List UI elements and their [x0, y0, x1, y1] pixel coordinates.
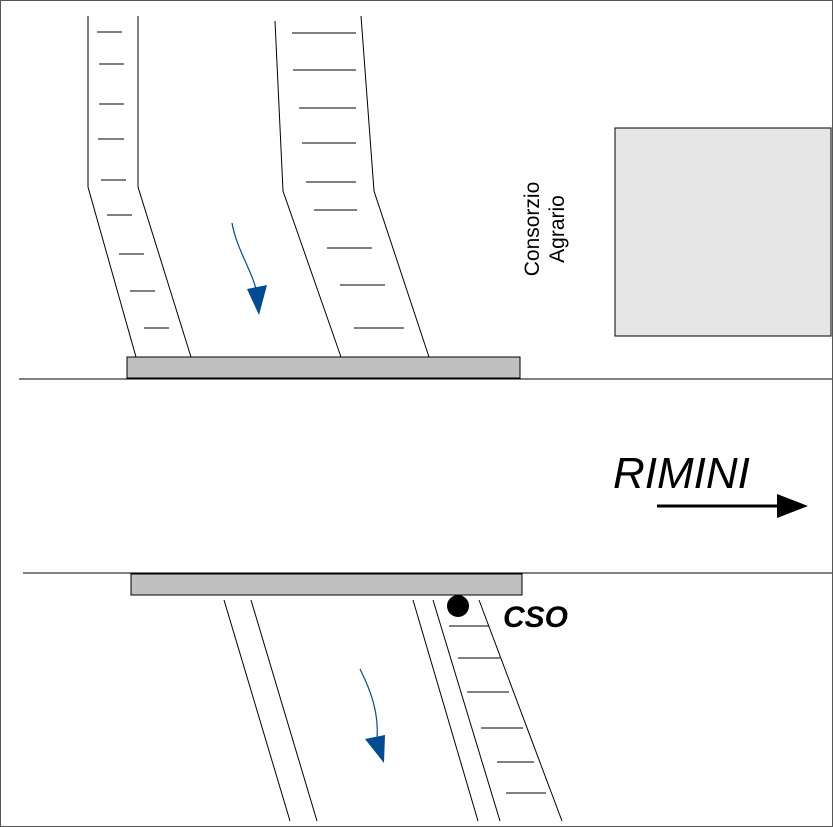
- building-label: Consorzio Agrario: [521, 181, 569, 277]
- channel-upper-right-hatching: [292, 32, 404, 329]
- channel-upper-left: [87, 16, 192, 358]
- flow-arrow-upper: [231, 222, 267, 315]
- building-rect: [614, 127, 832, 337]
- direction-arrow: [657, 494, 808, 518]
- channel-lower-left: [223, 599, 318, 822]
- flow-arrow-lower: [359, 668, 385, 763]
- bridge-north: [126, 356, 521, 379]
- outfall-marker: [447, 595, 469, 617]
- direction-label: RIMINI: [613, 449, 750, 498]
- bridge-south: [130, 573, 523, 596]
- outfall-label: CSO: [503, 601, 569, 634]
- channel-lower-right: [412, 599, 563, 822]
- channel-lower-right-hatching: [449, 625, 546, 794]
- channel-upper-left-hatching: [97, 31, 169, 329]
- channel-upper-right: [274, 15, 430, 358]
